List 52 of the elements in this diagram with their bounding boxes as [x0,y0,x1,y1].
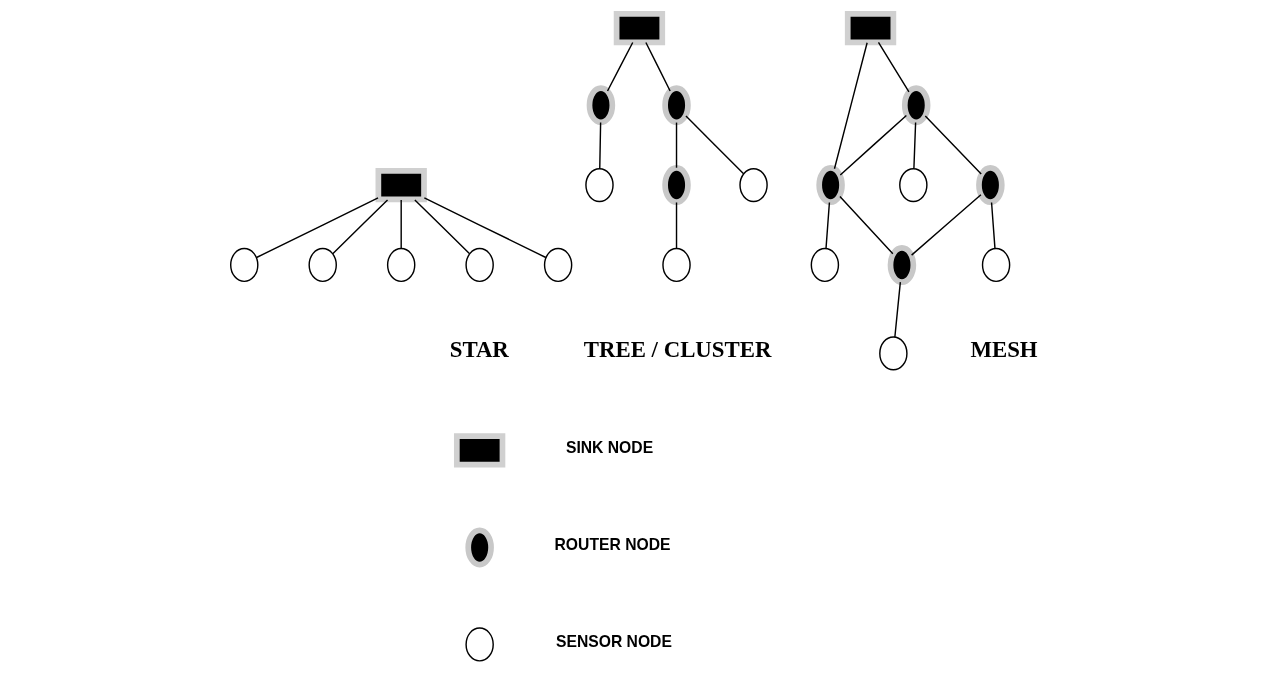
label: STAR [449,337,509,363]
connector [414,199,471,255]
node-circle [465,627,494,662]
connector [877,41,910,93]
label: MESH [970,337,1038,363]
node-box [453,433,506,468]
node-ellipse [887,245,917,285]
connector [423,197,547,259]
connector [400,199,402,249]
node-ellipse [662,165,691,206]
connector [825,201,831,249]
connector [685,115,745,175]
connector [255,197,379,259]
node-circle [543,247,573,283]
connector [913,121,917,169]
connector [924,115,982,175]
node-circle [230,247,259,283]
legend-label: SENSOR NODE [555,633,672,651]
node-ellipse [816,165,845,206]
connector [675,201,678,249]
connector [675,121,678,169]
node-circle [308,247,337,283]
node-box [844,11,897,46]
connector [833,42,868,170]
connector [910,194,982,256]
node-circle [465,247,494,283]
connector [990,201,996,249]
connector [839,114,908,176]
connector [894,281,902,338]
connector [599,121,602,169]
node-box [375,167,427,203]
node-ellipse [465,527,494,568]
node-circle [981,247,1011,283]
label: TREE / CLUSTER [583,337,772,363]
node-circle [662,247,691,283]
node-ellipse [976,165,1005,206]
connector [332,199,389,255]
connector [606,41,634,92]
legend-label: ROUTER NODE [554,536,671,553]
node-circle [386,247,416,283]
connector [645,41,671,92]
node-circle [739,167,768,203]
node-circle [879,336,908,371]
node-circle [899,167,928,203]
legend-label: SINK NODE [565,438,654,456]
node-box [613,11,666,46]
node-ellipse [901,85,931,126]
node-ellipse [586,85,616,126]
connector [839,195,894,255]
node-circle [585,167,614,203]
node-ellipse [662,85,691,126]
node-circle [810,247,840,283]
